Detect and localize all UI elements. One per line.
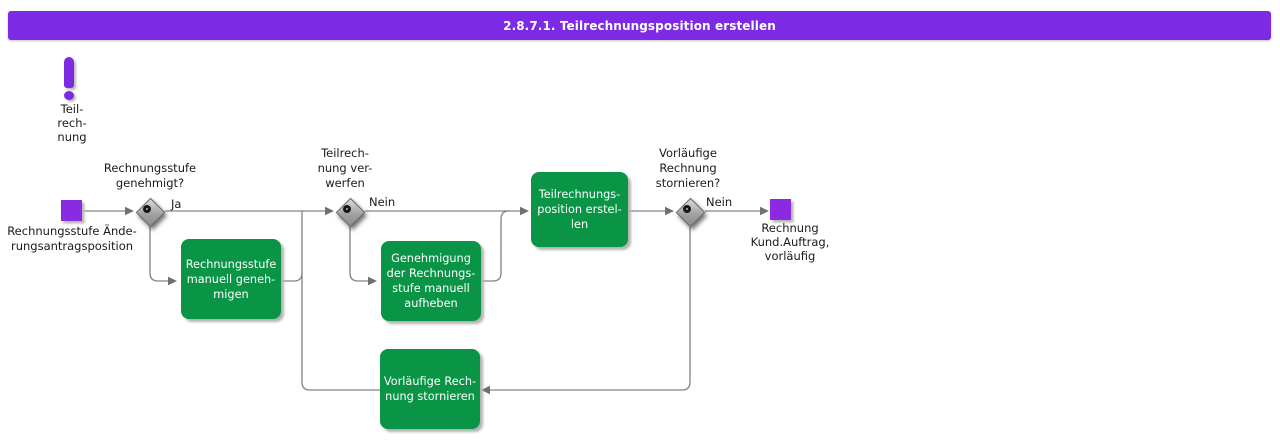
arrow-icon (125, 206, 134, 216)
exclamation-bar (64, 57, 74, 88)
title-bar: 2.8.7.1. Teilrechnungsposition erstellen (8, 11, 1271, 40)
gateway-2-question: Teilrech- nung ver- werfen (317, 146, 373, 190)
task-rechnungsstufe-manuell-genehmigen[interactable]: Rechnungsstufe manuell geneh- migen (181, 239, 281, 319)
exclamation-dot (64, 91, 74, 100)
diamond-shape (135, 197, 165, 227)
gateway-teilrechnung-verwerfen[interactable] (335, 197, 365, 227)
gateway-circle-icon (682, 204, 691, 213)
flow-cancel-return (301, 211, 380, 391)
flow-revoke-out (481, 210, 510, 282)
arrow-icon (168, 276, 177, 286)
gateway-circle-icon (342, 204, 351, 213)
gateway-circle-icon (142, 204, 151, 213)
gateway-1-question: Rechnungsstufe genehmigt? (103, 161, 197, 190)
branch-label-ja: Ja (171, 197, 182, 211)
flow-gw1-to-approve (149, 227, 168, 282)
end-event[interactable] (770, 199, 791, 220)
annotation-label: Teil- rech- nung (57, 102, 87, 144)
diamond-shape (335, 197, 365, 227)
arrow-icon (520, 206, 529, 216)
diamond-shape (675, 197, 705, 227)
flow-gw3-to-cancel (490, 227, 691, 391)
start-event-label: Rechnungsstufe Ände- rungsantragspositio… (7, 224, 137, 253)
task-genehmigung-manuell-aufheben[interactable]: Genehmigung der Rechnungs- stufe manuell… (381, 241, 481, 321)
arrow-icon (368, 276, 377, 286)
gateway-rechnungsstufe-genehmigt[interactable] (135, 197, 165, 227)
task-vorlaeufige-rechnung-stornieren[interactable]: Vorläufige Rech- nung stornieren (380, 349, 480, 429)
end-event-label: Rechnung Kund.Auftrag, vorläufig (750, 221, 830, 263)
arrow-icon (665, 206, 674, 216)
start-event[interactable] (61, 200, 82, 221)
flow-approve-out (281, 272, 303, 282)
task-teilrechnungsposition-erstellen[interactable]: Teilrechnungs- position erstel- len (531, 172, 628, 247)
diagram-title: 2.8.7.1. Teilrechnungsposition erstellen (503, 18, 776, 33)
branch-label-nein: Nein (369, 195, 396, 209)
arrow-icon (760, 206, 769, 216)
arrow-icon (481, 385, 490, 395)
flow-gw2-to-revoke (349, 227, 368, 282)
gateway-3-question: Vorläufige Rechnung stornieren? (655, 146, 721, 190)
gateway-vorlaeufige-rechnung-stornieren[interactable] (675, 197, 705, 227)
arrow-icon (325, 206, 334, 216)
branch-label-nein: Nein (706, 195, 733, 209)
